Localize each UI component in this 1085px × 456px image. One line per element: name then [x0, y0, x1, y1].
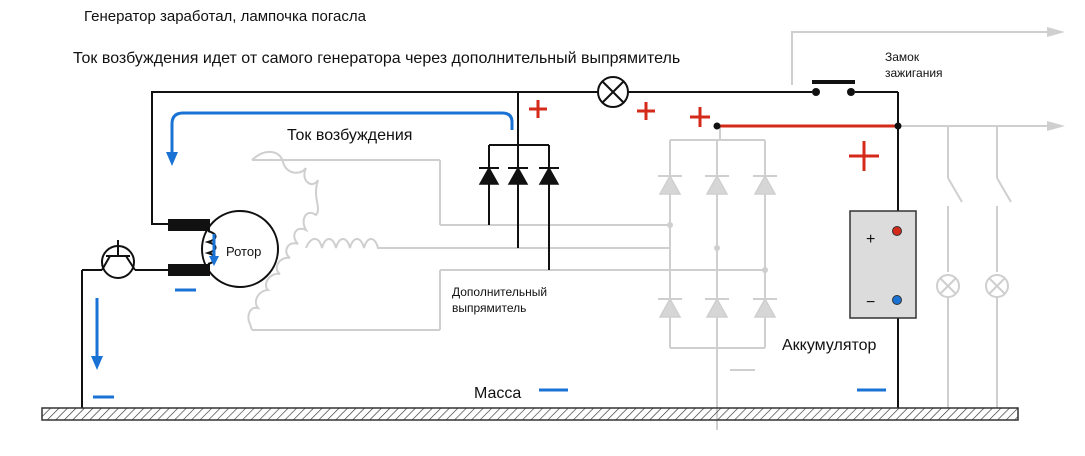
excitation-current-arrow [166, 111, 514, 166]
ignition-label-line1: Замок [885, 50, 920, 64]
excitation-current-label: Ток возбуждения [287, 127, 412, 144]
diagram-subtitle: Ток возбуждения идет от самого генератор… [73, 50, 680, 67]
ignition-switch [812, 80, 855, 96]
extra-rectifier-label-line2: выпрямитель [452, 301, 526, 315]
positive-markers [529, 100, 879, 171]
extra-rectifier-label-line1: Дополнительный [452, 285, 547, 299]
rotor [168, 210, 279, 288]
battery-label: Аккумулятор [782, 337, 877, 354]
battery-minus-sign: − [866, 294, 875, 311]
battery [849, 210, 917, 319]
battery-plus-sign: + [866, 231, 875, 248]
regulator-transistor [101, 240, 136, 279]
warning-lamp [597, 76, 629, 108]
rotor-label: Ротор [226, 244, 261, 259]
diagram-title: Генератор заработал, лампочка погасла [84, 8, 367, 25]
active-circuit [81, 91, 899, 408]
ignition-label-line2: зажигания [885, 66, 943, 80]
ground-bar [41, 407, 1019, 421]
stator-winding [247, 151, 765, 331]
extra-rectifier-diodes [478, 166, 560, 185]
ground-label: Масса [474, 385, 521, 402]
ground-current-arrow [91, 298, 103, 370]
main-rectifier-bridge [658, 126, 777, 430]
load-branches [791, 27, 1065, 408]
negative-markers [93, 288, 886, 399]
